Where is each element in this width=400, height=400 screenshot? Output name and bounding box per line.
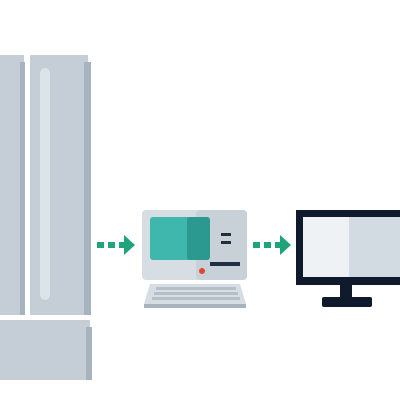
monitor-screen-left xyxy=(303,217,349,277)
arrow-head xyxy=(124,235,135,255)
keyboard-keys xyxy=(152,287,240,300)
server-column-left-edge xyxy=(20,62,25,315)
arrow-dash xyxy=(119,242,124,248)
arrow-dash xyxy=(275,242,280,248)
monitor-stand xyxy=(322,297,372,307)
desktop-computer-icon xyxy=(142,210,247,308)
arrow-dash xyxy=(264,242,271,248)
computer-vent xyxy=(221,233,231,236)
computer-drive-slot xyxy=(210,262,240,266)
monitor-screen-right xyxy=(349,217,400,277)
arrow-dash xyxy=(108,242,115,248)
computer-keyboard-edge xyxy=(144,304,246,308)
monitor-icon xyxy=(296,210,400,307)
server-rack-icon xyxy=(0,55,92,380)
server-slot xyxy=(40,68,50,300)
server-base xyxy=(0,320,90,380)
computer-vent xyxy=(221,241,231,244)
dashed-arrow-right-icon xyxy=(97,235,135,255)
computer-screen-shade xyxy=(187,217,210,260)
server-column-right-shadow xyxy=(84,62,91,315)
arrow-head xyxy=(280,235,291,255)
computer-power-led xyxy=(199,268,205,274)
monitor-neck xyxy=(340,285,352,298)
arrow-dash xyxy=(253,242,260,248)
server-column-right xyxy=(30,55,88,315)
dashed-arrow-right-icon xyxy=(253,235,291,255)
arrow-dash xyxy=(97,242,104,248)
server-base-shadow xyxy=(86,327,92,380)
